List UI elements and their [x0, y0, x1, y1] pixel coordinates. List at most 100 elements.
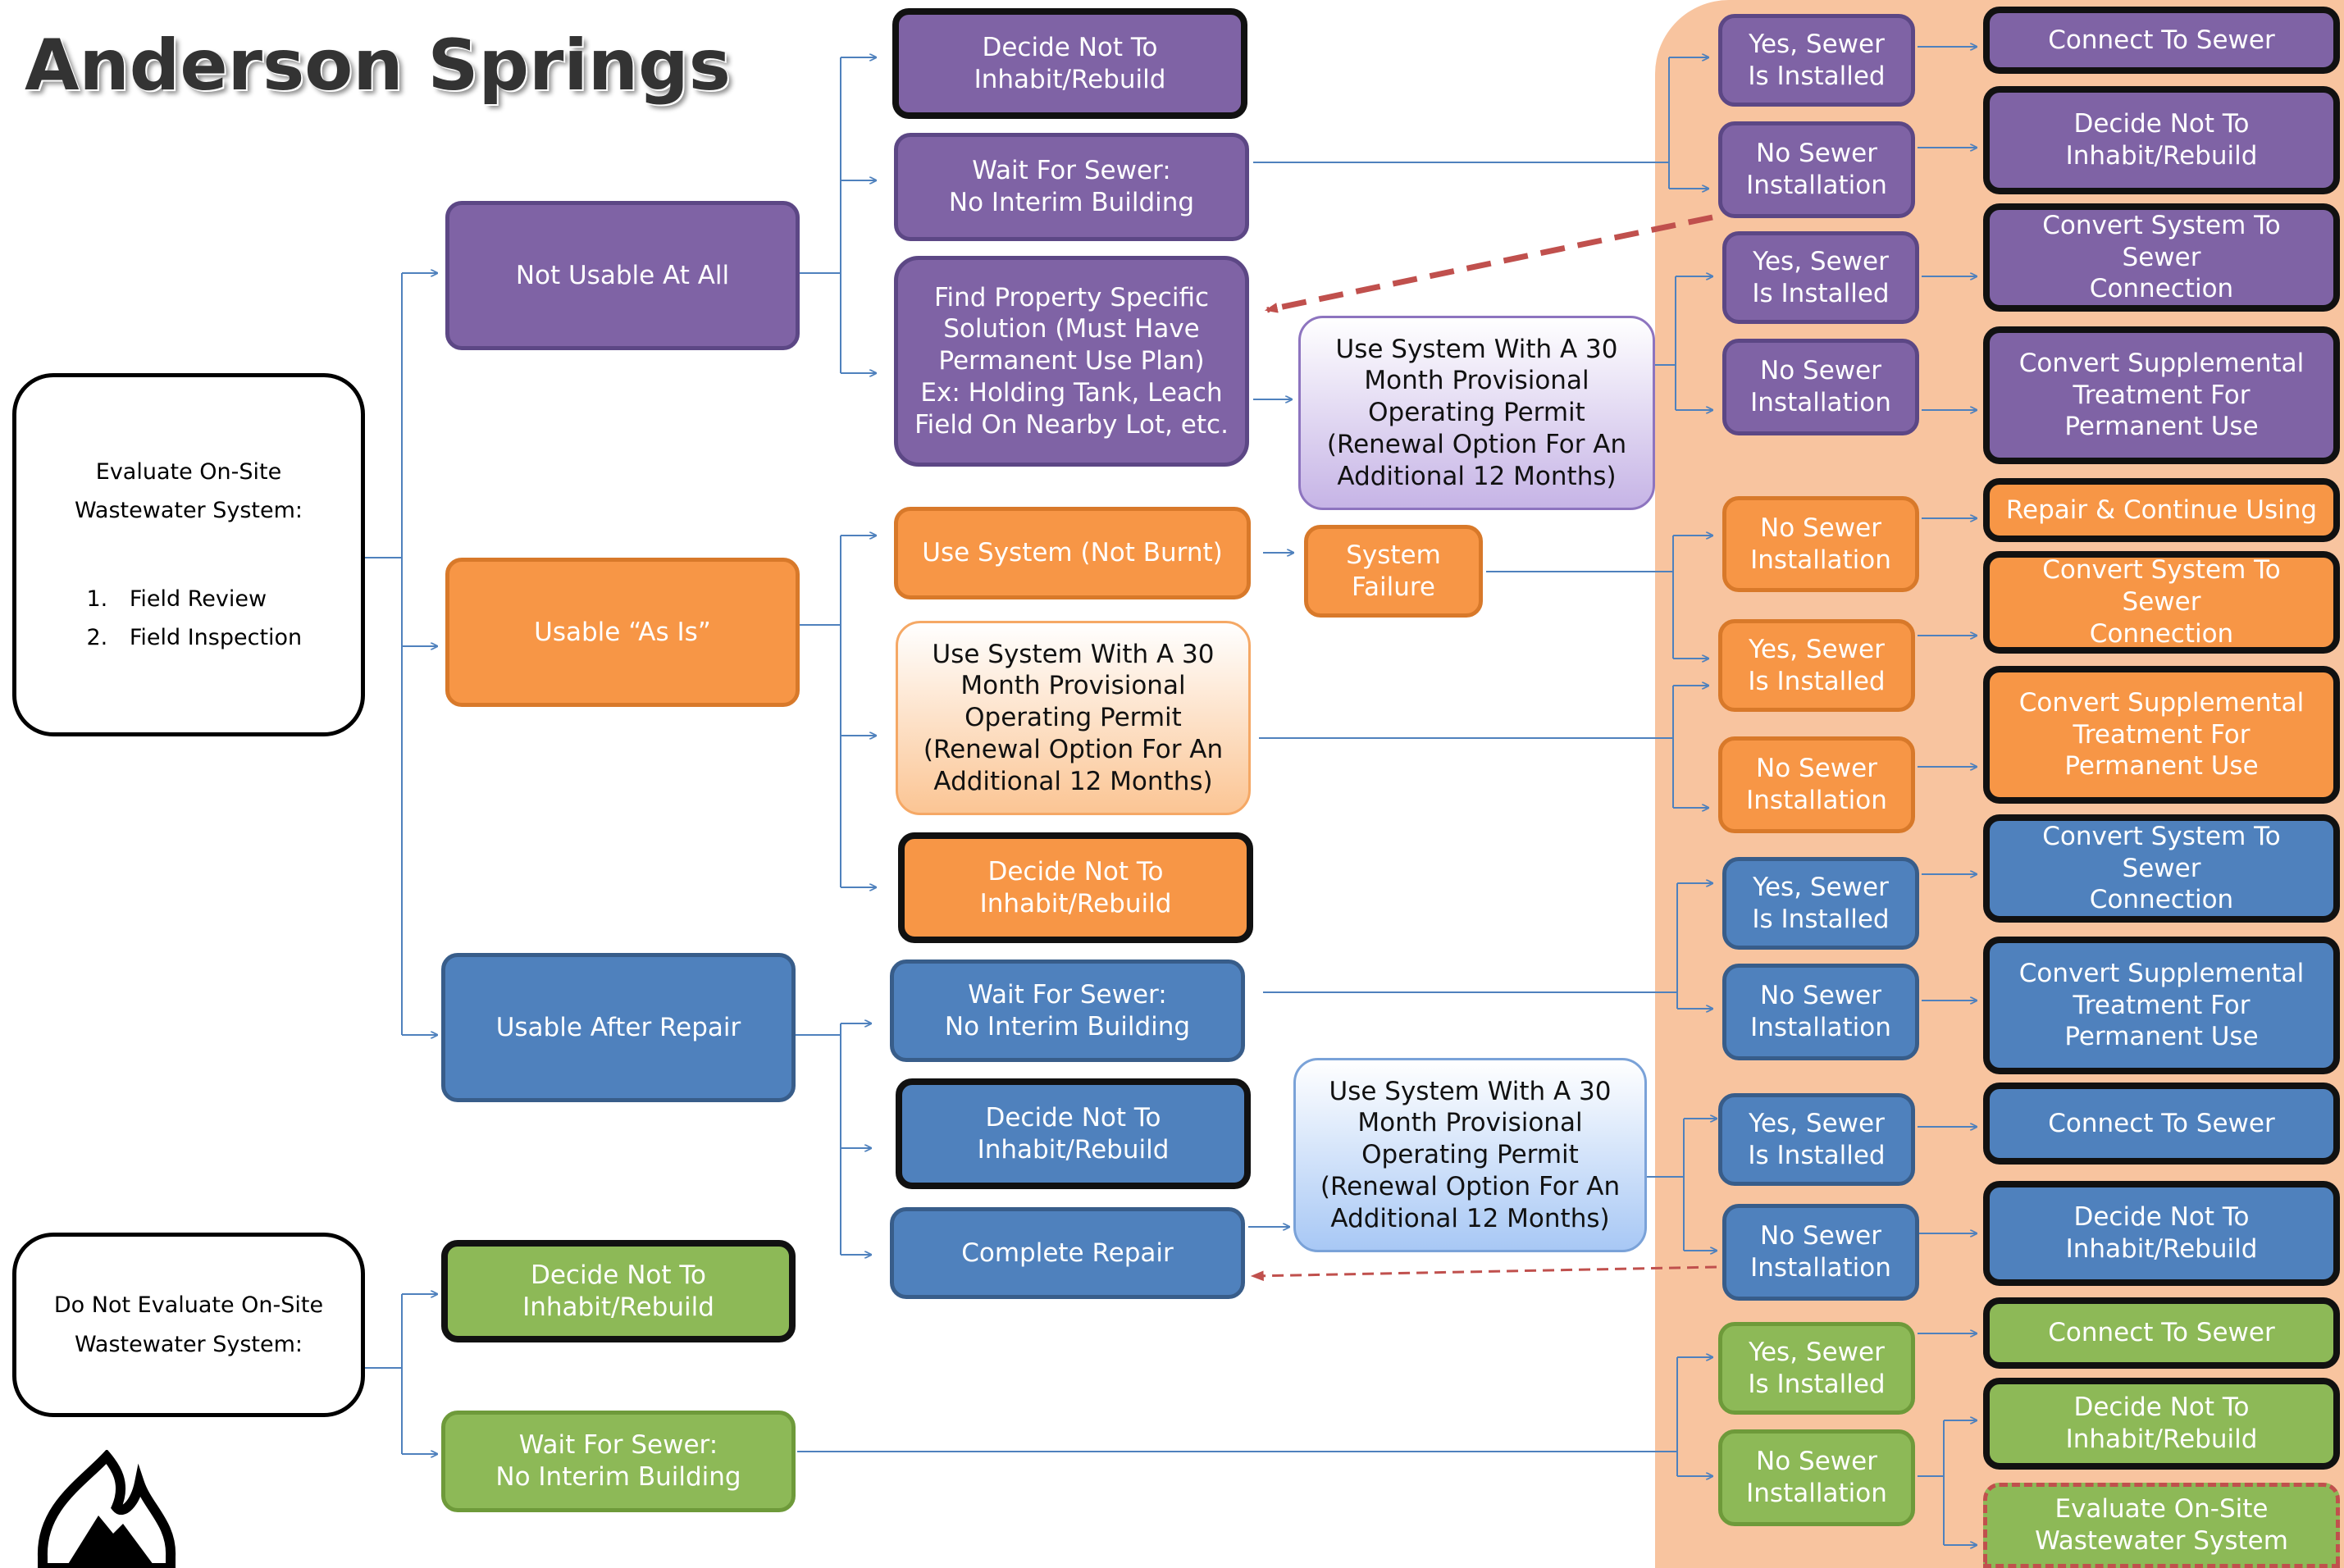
outcome-decide-not-to-rebuild: Decide Not To Inhabit/Rebuild	[1983, 1378, 2340, 1470]
blue-complete-repair: Complete Repair	[890, 1207, 1245, 1299]
status-yes-sewer-installed: Yes, Sewer Is Installed	[1718, 1322, 1915, 1415]
node-line: Connection	[2089, 274, 2234, 304]
status-yes-sewer-installed: Yes, Sewer Is Installed	[1718, 14, 1915, 107]
node-line: Permanent Use Plan)	[938, 346, 1205, 376]
node-line: Decide Not To	[530, 1260, 706, 1290]
orange-decide-not-to-rebuild: Decide Not To Inhabit/Rebuild	[898, 832, 1253, 943]
category-not-usable-label: Not Usable At All	[515, 260, 730, 290]
node-line: Inhabit/Rebuild	[974, 64, 1166, 94]
node-line: No Sewer	[1760, 356, 1881, 386]
node-line: Month Provisional	[1364, 366, 1589, 396]
evaluate-onsite-node: Evaluate On-Site Wastewater System: Fiel…	[12, 373, 365, 736]
node-line: Installation	[1750, 1013, 1891, 1042]
node-line: No Interim Building	[948, 188, 1195, 217]
outcome-decide-not-to-rebuild: Decide Not To Inhabit/Rebuild	[1983, 86, 2340, 194]
node-line: No Sewer	[1760, 981, 1881, 1011]
orange-system-failure: System Failure	[1304, 525, 1483, 618]
node-line: Convert Supplemental	[2018, 348, 2305, 378]
node-line: Failure	[1352, 572, 1435, 602]
node-line: Decide Not To	[982, 32, 1158, 62]
node-line: Field On Nearby Lot, etc.	[914, 409, 1229, 440]
node-line: Use System With A 30	[1329, 1076, 1612, 1106]
node-line: Yes, Sewer	[1749, 634, 1885, 664]
node-line: Additional 12 Months)	[1330, 1203, 1610, 1233]
node-line: Connection	[2089, 618, 2234, 649]
outcome-connect-to-sewer: Connect To Sewer	[1983, 7, 2340, 74]
node-line: Permanent Use	[2064, 412, 2259, 442]
node-line: Installation	[1746, 1479, 1887, 1508]
category-not-usable: Not Usable At All	[445, 201, 800, 350]
node-line: Permanent Use	[2064, 751, 2259, 782]
node-line: Inhabit/Rebuild	[522, 1292, 714, 1322]
node-line: Convert Supplemental	[2018, 687, 2305, 718]
node-line: Installation	[1746, 171, 1887, 200]
node-line: Operating Permit	[1368, 398, 1585, 428]
node-line: Installation	[1750, 1253, 1891, 1283]
node-line: Yes, Sewer	[1749, 1108, 1885, 1138]
node-line: Treatment For	[2073, 990, 2251, 1020]
category-usable-as-is-label: Usable “As Is”	[534, 617, 711, 647]
node-line: Wait For Sewer:	[972, 156, 1171, 186]
node-line: Convert Supplemental	[2018, 958, 2305, 988]
orange-use-system-not-burnt: Use System (Not Burnt)	[894, 507, 1251, 599]
blue-wait-for-sewer: Wait For Sewer: No Interim Building	[890, 959, 1245, 1062]
status-no-sewer-installation: No Sewer Installation	[1722, 964, 1919, 1060]
blue-decide-not-to-rebuild: Decide Not To Inhabit/Rebuild	[896, 1078, 1251, 1189]
node-line: Inhabit/Rebuild	[979, 888, 1172, 918]
purple-wait-for-sewer: Wait For Sewer: No Interim Building	[894, 133, 1249, 241]
node-line: Treatment For	[2073, 380, 2251, 410]
node-line: Use System (Not Burnt)	[922, 538, 1223, 568]
node-line: No Interim Building	[944, 1011, 1191, 1042]
node-line: Use System With A 30	[932, 639, 1215, 669]
node-line: Inhabit/Rebuild	[2065, 1234, 2258, 1264]
node-line: Connect To Sewer	[2048, 25, 2275, 55]
node-line: Is Installed	[1748, 61, 1886, 91]
node-line: Operating Permit	[1361, 1140, 1579, 1170]
category-usable-after-repair: Usable After Repair	[441, 953, 796, 1102]
node-line: No Sewer	[1760, 1221, 1881, 1251]
node-line: No Sewer	[1756, 1447, 1877, 1477]
do-not-evaluate-line-2: Wastewater System:	[74, 1331, 303, 1357]
node-line: Yes, Sewer	[1753, 872, 1889, 902]
evaluate-line-1: Evaluate On-Site	[95, 459, 282, 485]
node-line: Decide Not To	[2073, 1393, 2250, 1423]
node-line: Permanent Use	[2064, 1022, 2259, 1052]
node-line: Month Provisional	[960, 671, 1186, 701]
node-line: Repair & Continue Using	[2005, 495, 2318, 525]
status-no-sewer-installation: No Sewer Installation	[1718, 736, 1915, 833]
status-yes-sewer-installed: Yes, Sewer Is Installed	[1718, 1093, 1915, 1186]
node-line: Is Installed	[1748, 1369, 1886, 1399]
node-line: No Interim Building	[495, 1462, 741, 1492]
page-title: Anderson Springs	[25, 25, 731, 107]
node-line: (Renewal Option For An	[923, 734, 1224, 764]
node-line: Connection	[2089, 885, 2234, 915]
outcome-convert-supplemental-treatment: Convert Supplemental Treatment For Perma…	[1983, 326, 2340, 464]
do-not-evaluate-line-1: Do Not Evaluate On-Site	[53, 1292, 324, 1319]
status-no-sewer-installation: No Sewer Installation	[1718, 121, 1915, 218]
node-line: Yes, Sewer	[1749, 1337, 1885, 1367]
green-decide-not-to-rebuild: Decide Not To Inhabit/Rebuild	[441, 1240, 796, 1342]
node-line: Is Installed	[1752, 904, 1890, 934]
node-line: System	[1346, 540, 1441, 570]
node-line: Additional 12 Months)	[933, 766, 1213, 796]
node-line: Connect To Sewer	[2048, 1108, 2275, 1138]
do-not-evaluate-node: Do Not Evaluate On-Site Wastewater Syste…	[12, 1233, 365, 1417]
status-no-sewer-installation: No Sewer Installation	[1722, 496, 1919, 592]
node-line: Ex: Holding Tank, Leach	[920, 377, 1223, 408]
evaluate-line-2: Wastewater System:	[74, 498, 303, 524]
node-line: Installation	[1750, 545, 1891, 575]
blue-provisional-permit: Use System With A 30 Month Provisional O…	[1293, 1058, 1647, 1252]
node-line: Month Provisional	[1357, 1108, 1583, 1138]
node-line: Wait For Sewer:	[968, 979, 1167, 1010]
node-line: Use System With A 30	[1335, 334, 1618, 364]
step-field-inspection: Field Inspection	[115, 618, 302, 657]
outcome-convert-supplemental-treatment: Convert Supplemental Treatment For Perma…	[1983, 937, 2340, 1074]
node-line: Decide Not To	[987, 856, 1164, 887]
fire-icon	[37, 1450, 176, 1568]
purple-decide-not-to-rebuild: Decide Not To Inhabit/Rebuild	[892, 8, 1247, 119]
node-line: Find Property Specific	[933, 282, 1210, 312]
node-line: Decide Not To	[2073, 1202, 2250, 1233]
purple-provisional-permit: Use System With A 30 Month Provisional O…	[1298, 316, 1655, 510]
node-line: Convert System To Sewer	[2042, 555, 2281, 618]
status-yes-sewer-installed: Yes, Sewer Is Installed	[1722, 231, 1919, 324]
